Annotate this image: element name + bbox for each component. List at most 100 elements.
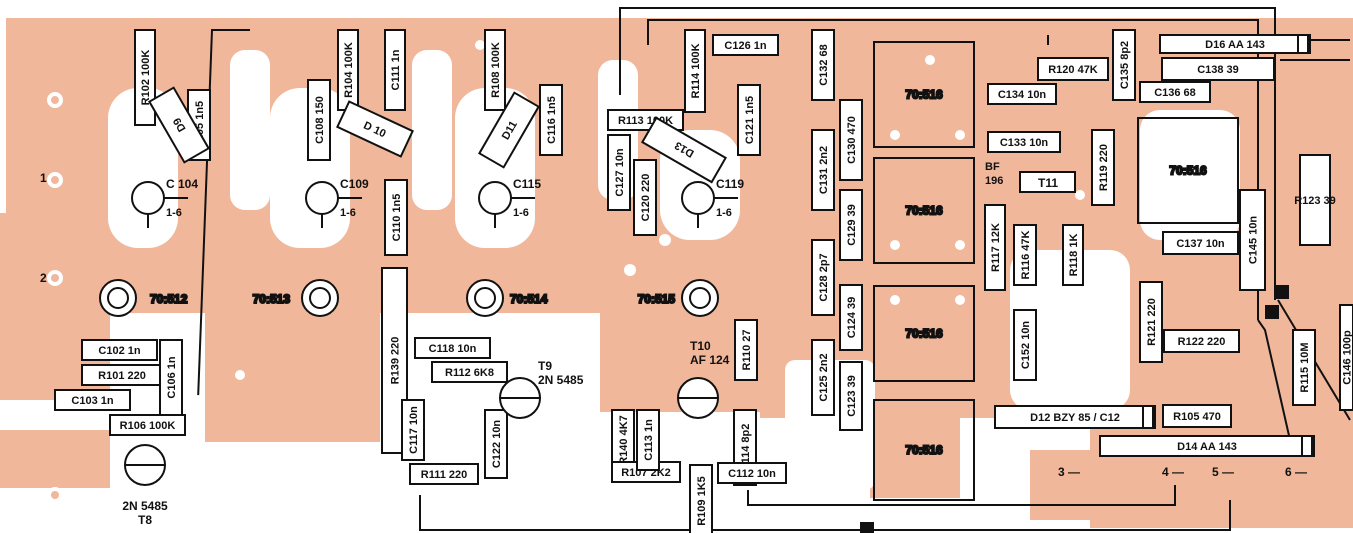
component-label: C112 10n bbox=[728, 468, 776, 480]
component-label: C135 8p2 bbox=[1119, 41, 1131, 89]
component-label: R122 220 bbox=[1178, 336, 1226, 348]
component-label: 2N 5485 bbox=[538, 373, 584, 387]
pin-label: 1 bbox=[40, 171, 47, 185]
pin-label: 4 — bbox=[1162, 465, 1184, 479]
component-box: C102 1n bbox=[81, 339, 158, 361]
component-label: D16 AA 143 bbox=[1205, 39, 1265, 51]
coil-box: 70:516 bbox=[873, 157, 975, 264]
component-label: T10 bbox=[690, 339, 711, 353]
component-label: C118 10n bbox=[429, 343, 477, 355]
component-label: 1-6 bbox=[166, 207, 182, 219]
component-label: 1-6 bbox=[716, 207, 732, 219]
component-labels: R102 100K R104 100K R108 100K R114 100K R120… bbox=[54, 29, 1353, 533]
component-label: C109 bbox=[340, 177, 369, 191]
component-box: C125 2n2 bbox=[811, 339, 835, 416]
coil-box: 70:516 bbox=[1137, 117, 1239, 224]
trimmer-capacitor: C109 1-6 bbox=[305, 177, 369, 228]
coil-label: 70:516 bbox=[1169, 164, 1207, 178]
wire-layer bbox=[197, 7, 1351, 531]
component-label: C128 2p7 bbox=[818, 253, 830, 301]
component-box: R109 1K5 bbox=[689, 464, 713, 533]
component-box: C136 68 bbox=[1139, 81, 1211, 103]
coil-label: 70:512 bbox=[150, 292, 188, 306]
component-label: C136 68 bbox=[1154, 87, 1196, 99]
pin-label: 6 — bbox=[1285, 465, 1307, 479]
component-label: R115 10M bbox=[1299, 342, 1311, 392]
component-box: C131 2n2 bbox=[811, 129, 835, 211]
component-label: T11 bbox=[1038, 176, 1058, 190]
round-coil: 70:515 bbox=[637, 279, 719, 317]
pin-label-text: 4 — bbox=[1162, 465, 1184, 479]
component-box: R101 220 bbox=[81, 364, 163, 386]
component-label: C138 39 bbox=[1197, 64, 1239, 76]
component-box: R116 47K bbox=[1013, 224, 1037, 286]
component-label: C131 2n2 bbox=[818, 146, 830, 194]
diode: D14 AA 143 bbox=[1099, 435, 1315, 457]
trimmer-capacitor: C115 1-6 bbox=[478, 177, 541, 228]
round-coils: 70:512 70:513 70:514 70:515 bbox=[99, 279, 719, 317]
component-label: C133 10n bbox=[1000, 137, 1049, 149]
component-box: C120 220 bbox=[633, 159, 657, 236]
component-label: R108 100K bbox=[490, 42, 502, 98]
component-label: C115 bbox=[513, 177, 541, 191]
diode: D9 bbox=[148, 86, 210, 164]
component-box: C130 470 bbox=[839, 99, 863, 181]
diode: D11 bbox=[478, 91, 540, 169]
coil-box: 70:516 bbox=[873, 41, 975, 148]
component-box: C129 39 bbox=[839, 189, 863, 261]
component-box: R114 100K bbox=[684, 29, 706, 113]
component-label: R119 220 bbox=[1098, 144, 1110, 191]
component-box: C138 39 bbox=[1161, 57, 1275, 81]
component-label: BF bbox=[985, 161, 1000, 173]
coil-box: 70:516 bbox=[873, 399, 975, 501]
component-label: R118 1K bbox=[1068, 234, 1080, 277]
pin-label: 3 — bbox=[1058, 465, 1080, 479]
component-label: C125 2n2 bbox=[818, 353, 830, 401]
diode: D 10 bbox=[336, 100, 414, 158]
coil-label: 70:516 bbox=[905, 88, 943, 102]
component-label: 1-6 bbox=[340, 207, 356, 219]
component-box: C108 150 bbox=[307, 79, 331, 161]
component-label: 1-6 bbox=[513, 207, 529, 219]
component-label: R112 6K8 bbox=[445, 367, 494, 379]
component-label: R105 470 bbox=[1173, 411, 1221, 423]
component-box: R139 220 bbox=[381, 267, 408, 454]
component-label: C122 10n bbox=[491, 420, 503, 469]
coil-label: 70:514 bbox=[510, 292, 548, 306]
component-label: C111 1n bbox=[390, 49, 402, 90]
coil-label: 70:516 bbox=[905, 443, 943, 457]
component-box: R106 100K bbox=[109, 414, 186, 436]
component-label: R140 4K7 bbox=[618, 415, 630, 465]
component-label: C126 1n bbox=[724, 40, 766, 52]
pin-label: 2 bbox=[40, 271, 47, 285]
component-label: R104 100K bbox=[343, 42, 355, 98]
component-label: C108 150 bbox=[314, 96, 326, 144]
component-label: D12 BZY 85 / C12 bbox=[1030, 412, 1120, 424]
component-box: R111 220 bbox=[409, 463, 479, 485]
component-box: C110 1n5 bbox=[384, 179, 408, 256]
component-label: R114 100K bbox=[690, 43, 702, 98]
coil-label: 70:516 bbox=[905, 204, 943, 218]
pin-label-text: 2 bbox=[40, 271, 47, 285]
component-box: R105 470 bbox=[1162, 404, 1232, 428]
component-box: R120 47K bbox=[1037, 57, 1109, 81]
component-label: R102 100K bbox=[140, 50, 152, 106]
component-label: C127 10n bbox=[614, 148, 626, 197]
component-label: R101 220 bbox=[98, 370, 146, 382]
round-coil: 70:514 bbox=[466, 279, 549, 317]
component-box: R102 100K bbox=[134, 29, 156, 126]
component-box: C152 10n bbox=[1013, 309, 1037, 381]
component-box: R115 10M bbox=[1292, 329, 1316, 406]
component-label: AF 124 bbox=[690, 353, 730, 367]
component-box: C113 1n bbox=[636, 409, 660, 471]
coil-label: 70:513 bbox=[253, 292, 291, 306]
pin-labels: 123 —4 —5 —6 — bbox=[40, 171, 1307, 479]
coil-label: 70:516 bbox=[905, 327, 943, 341]
component-label: R110 27 bbox=[741, 330, 753, 371]
component-label: C146 100p bbox=[1342, 330, 1353, 385]
junction-pads bbox=[860, 285, 1289, 533]
